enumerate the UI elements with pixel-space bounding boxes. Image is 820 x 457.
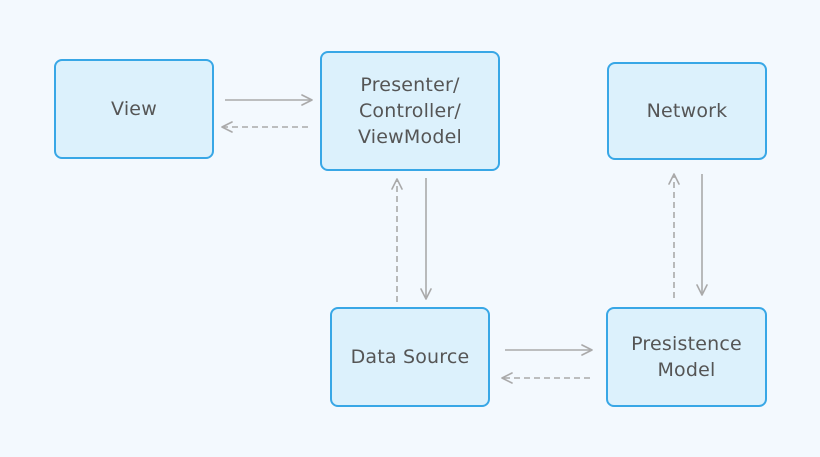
- network-node-label: Network: [647, 98, 728, 124]
- data-source-node: Data Source: [330, 307, 490, 407]
- presenter-node-label-line: ViewModel: [358, 126, 462, 148]
- persistence-model-node-label: Presistence Model: [631, 331, 742, 383]
- view-node: View: [54, 59, 214, 159]
- presenter-node: Presenter/ Controller/ ViewModel: [320, 51, 500, 171]
- presenter-node-label: Presenter/ Controller/ ViewModel: [358, 72, 462, 150]
- network-node: Network: [607, 62, 767, 160]
- view-node-label: View: [111, 96, 157, 122]
- presenter-node-label-line: Controller/: [358, 100, 462, 122]
- network-node-label-line: Network: [646, 100, 728, 122]
- data-source-node-label-line: Data Source: [350, 346, 470, 368]
- persistence-model-node: Presistence Model: [606, 307, 767, 407]
- persistence-model-node-label-line: Presistence: [631, 333, 742, 355]
- view-node-label-line: View: [111, 98, 157, 120]
- persistence-model-node-label-line: Model: [657, 359, 716, 381]
- presenter-node-label-line: Presenter/: [360, 74, 460, 96]
- data-source-node-label: Data Source: [351, 344, 470, 370]
